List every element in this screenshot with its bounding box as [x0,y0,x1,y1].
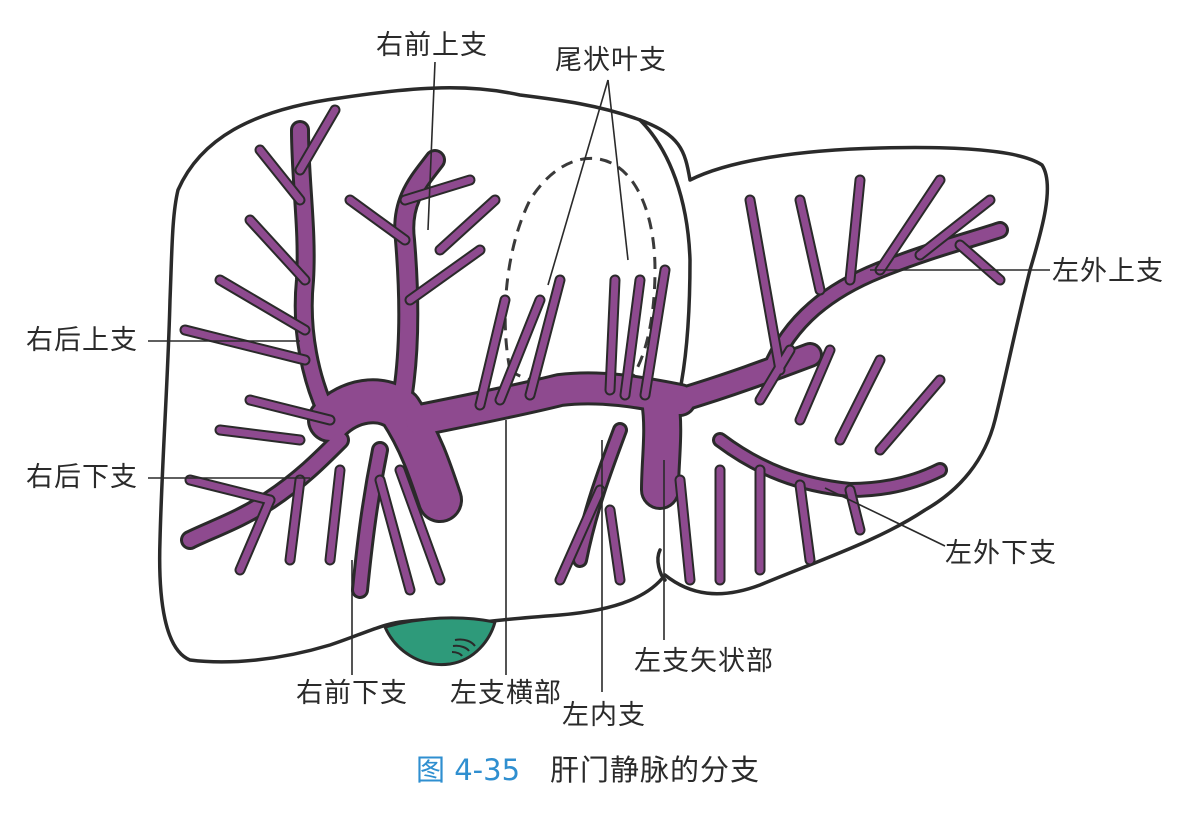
label-left-lateral-inferior-branch: 左外下支 [945,538,1057,569]
label-right-anterior-inferior-branch: 右前下支 [296,678,408,709]
label-left-lateral-superior-branch: 左外上支 [1052,256,1164,287]
figure-caption: 图 4-35 肝门静脉的分支 [416,756,760,785]
leader-right-anterior-superior [427,61,436,231]
figure-number: 图 4-35 [416,753,521,787]
vessel-twigs [179,104,1006,596]
label-left-transverse-part: 左支横部 [450,678,562,709]
label-left-umbilical-part: 左支矢状部 [634,646,774,677]
label-right-posterior-inferior-branch: 右后下支 [26,462,138,493]
leader-caudate-1 [547,79,609,286]
leader-caudate-2 [607,79,629,261]
leader-lines [148,61,1050,692]
leader-left-lateral-inferior [824,487,946,547]
label-right-posterior-superior-branch: 右后上支 [26,325,138,356]
portal-vein-tree [179,104,1009,599]
label-left-medial-branch: 左内支 [562,700,646,731]
figure-title: 肝门静脉的分支 [550,753,761,787]
label-right-anterior-superior-branch: 右前上支 [376,30,488,61]
gallbladder [382,616,497,667]
label-caudate-lobe-branch: 尾状叶支 [555,45,667,76]
